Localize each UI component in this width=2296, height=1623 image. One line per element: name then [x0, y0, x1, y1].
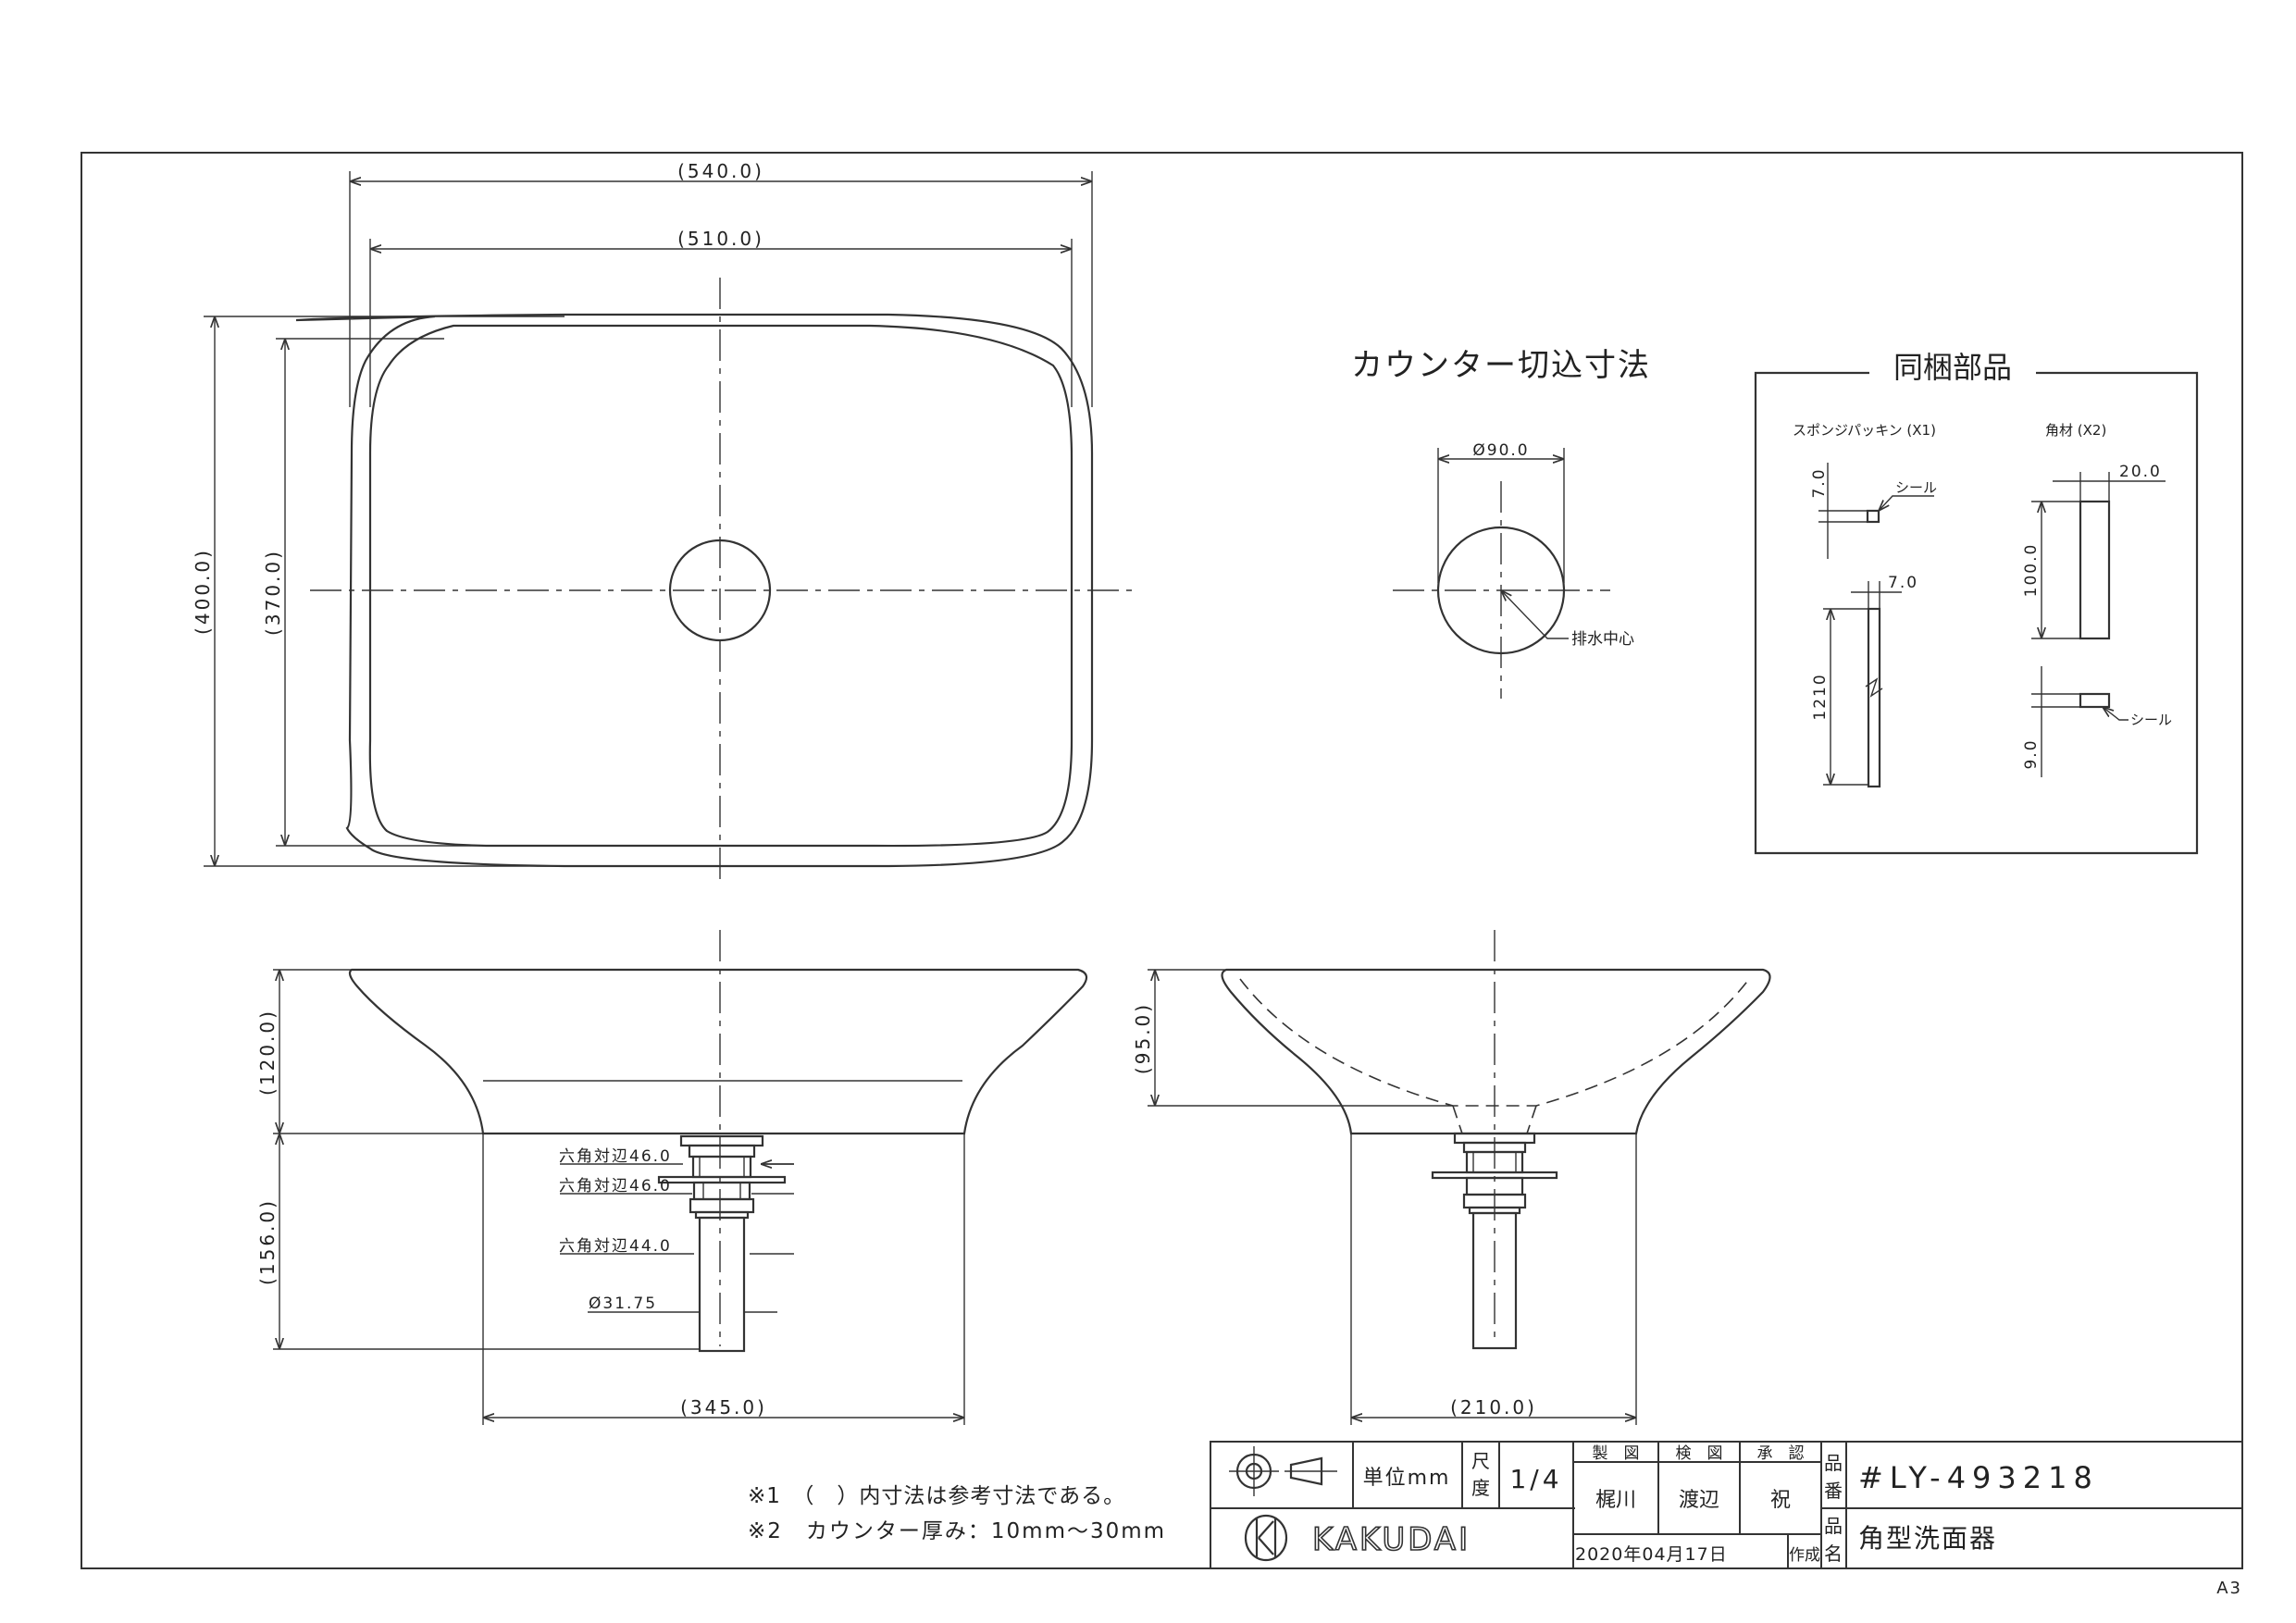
drain-center-label: 排水中心 [1571, 630, 1634, 649]
created-label: 作成 [1789, 1546, 1820, 1565]
front-basin-outline [348, 968, 1088, 1135]
drawn-by: 梶川 [1595, 1489, 1636, 1512]
checked-by: 渡辺 [1679, 1489, 1719, 1512]
kakudai-logo: KAKUDAI [1244, 1514, 1471, 1562]
scale-label-1: 尺 [1471, 1450, 1490, 1472]
part-no: #LY-493218 [1858, 1460, 2099, 1495]
sponge-seal-label: シール [1895, 479, 1937, 496]
note-2: ※2 カウンター厚み：10mm～30mm [748, 1519, 1166, 1543]
dim-height-120: (120.0) [256, 1009, 279, 1096]
parts-box: 同梱部品 スポンジパッキン (X1) 角材 (X2) 7.0 シール 7.0 1… [1754, 350, 2199, 855]
sponge-width: 7.0 [1888, 574, 1918, 592]
part-no-label-2: 番 [1824, 1480, 1843, 1502]
basin-outer-outline [295, 313, 1094, 868]
block-title: 角材 (X2) [2045, 422, 2106, 439]
basin-inner-outline [368, 324, 1074, 848]
sponge-length: 1210 [1811, 673, 1830, 720]
checked-header: 検 図 [1676, 1444, 1723, 1463]
dim-height-95: (95.0) [1132, 1002, 1154, 1074]
front-drain-assembly [657, 1134, 787, 1353]
side-drain-assembly [1431, 1132, 1558, 1350]
dim-pipe-dia: Ø31.75 [589, 1295, 657, 1313]
block-width: 20.0 [2119, 463, 2162, 481]
scale-label-2: 度 [1471, 1477, 1490, 1499]
dim-hex-3: 六角対辺44.0 [559, 1237, 672, 1256]
dim-width-510: (510.0) [677, 228, 764, 250]
brand-name: KAKUDAI [1312, 1521, 1471, 1558]
block-length: 100.0 [2022, 543, 2041, 598]
dim-height-370: (370.0) [262, 549, 284, 636]
sponge-strip [1867, 607, 1881, 788]
dim-hex-2: 六角対辺46.0 [559, 1177, 672, 1196]
side-basin-outline [1221, 968, 1771, 1135]
sheet-size: A3 [2216, 1579, 2242, 1598]
dim-base-345: (345.0) [680, 1396, 767, 1419]
name-label-2: 名 [1824, 1542, 1843, 1565]
drawing-date: 2020年04月17日 [1575, 1544, 1728, 1565]
dim-height-400: (400.0) [192, 548, 214, 635]
block-seal-label: シール [2130, 712, 2172, 728]
sponge-thickness: 7.0 [1810, 467, 1829, 498]
block-seal-rect [2079, 692, 2111, 709]
approved-by: 祝 [1770, 1489, 1791, 1512]
title-block: 単位mm 尺 度 1/4 製 図 検 図 承 認 梶川 渡辺 祝 品 番 #LY… [1210, 1441, 2243, 1569]
block-rect [2079, 500, 2111, 640]
part-no-label-1: 品 [1824, 1452, 1843, 1474]
product-name: 角型洗面器 [1858, 1523, 1997, 1554]
parts-title: 同梱部品 [1893, 350, 2012, 385]
name-label-1: 品 [1824, 1515, 1843, 1537]
dim-height-156: (156.0) [256, 1198, 279, 1285]
dim-width-540: (540.0) [677, 160, 764, 182]
cutout-title: カウンター切込寸法 [1351, 347, 1651, 384]
sponge-title: スポンジパッキン (X1) [1793, 422, 1936, 439]
projection-symbol-icon [1229, 1446, 1337, 1496]
cutout-diameter: Ø90.0 [1472, 441, 1529, 460]
unit-label: 単位mm [1363, 1467, 1451, 1490]
dim-base-210: (210.0) [1450, 1396, 1537, 1419]
block-thickness: 9.0 [2022, 738, 2041, 769]
note-1: ※1 （ ）内寸法は参考寸法である。 [748, 1484, 1125, 1508]
front-view: (120.0) (156.0) (345.0) 六角対辺46.0 六角対辺46.… [256, 930, 1088, 1425]
dim-hex-1: 六角対辺46.0 [559, 1147, 672, 1166]
side-view: (95.0) (210.0) [1132, 930, 1771, 1425]
approved-header: 承 認 [1757, 1444, 1805, 1463]
drawn-header: 製 図 [1593, 1444, 1640, 1463]
top-view: (540.0) (510.0) (400.0) (370.0) [192, 160, 1134, 879]
sponge-seal-rect [1866, 509, 1880, 524]
cutout-detail: カウンター切込寸法 Ø90.0 排水中心 [1351, 347, 1651, 699]
scale-value: 1/4 [1509, 1464, 1562, 1494]
drawing-frame [81, 152, 2243, 1569]
